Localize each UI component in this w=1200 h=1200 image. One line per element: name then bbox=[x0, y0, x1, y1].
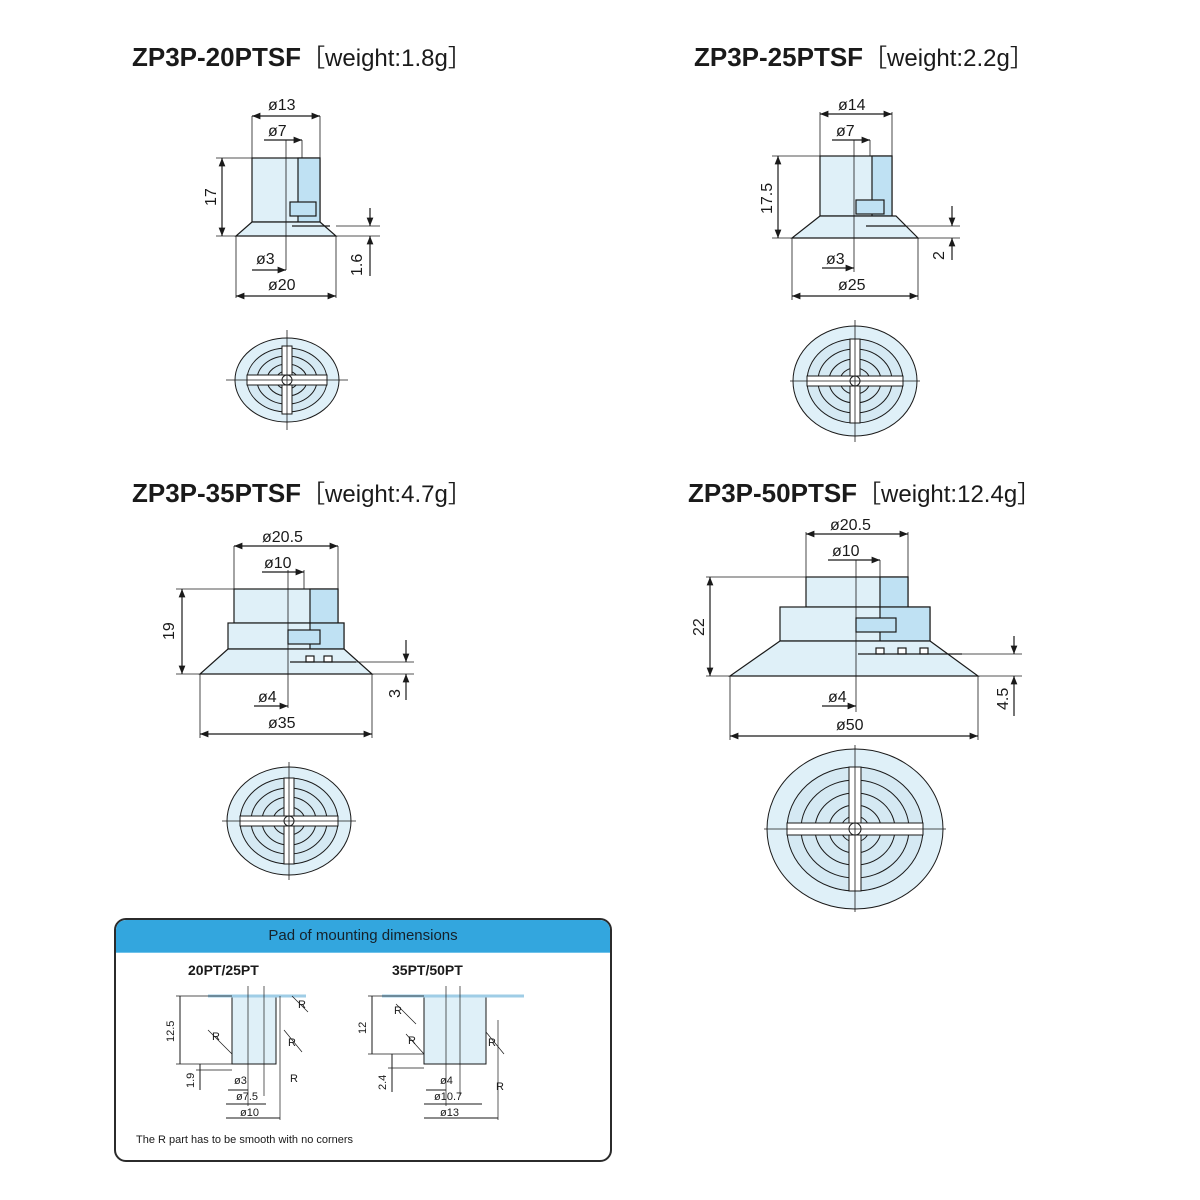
mount-left-height: 12.5 bbox=[165, 1021, 177, 1042]
dim-d-hole: ø3 bbox=[826, 251, 845, 268]
pad-20-bottom-view bbox=[226, 330, 348, 430]
dim-d-hole: ø4 bbox=[828, 689, 847, 706]
dim-d-hole: ø3 bbox=[256, 251, 275, 268]
mount-left-d1: ø3 bbox=[234, 1075, 247, 1087]
mount-left-r2: R bbox=[212, 1031, 220, 1043]
mount-right-lip: 2.4 bbox=[377, 1075, 389, 1090]
left-group-label: 20PT/25PT bbox=[188, 962, 259, 978]
mount-right-d3: ø13 bbox=[440, 1107, 459, 1119]
pad-25-side-view bbox=[772, 110, 960, 300]
weight-label: ［weight:1.8g］ bbox=[301, 45, 472, 72]
mount-left-r1: R bbox=[298, 999, 306, 1011]
pad-title-35: ZP3P-35PTSF［weight:4.7g］ bbox=[132, 474, 472, 509]
mount-right-r4: R bbox=[496, 1081, 504, 1093]
model-name: ZP3P-25PTSF bbox=[694, 42, 864, 72]
mount-right-d2: ø10.7 bbox=[434, 1091, 462, 1103]
dim-height: 17 bbox=[203, 188, 220, 206]
dim-lip: 3 bbox=[387, 689, 404, 698]
dim-d-pad: ø20 bbox=[268, 277, 296, 294]
dim-d-top: ø14 bbox=[838, 97, 866, 114]
dim-height: 17.5 bbox=[759, 183, 776, 214]
weight-label: ［weight:4.7g］ bbox=[301, 481, 472, 508]
pad-50-bottom-view bbox=[764, 745, 946, 912]
mount-left-r3: R bbox=[288, 1037, 296, 1049]
weight-label: ［weight:12.4g］ bbox=[857, 481, 1042, 508]
mount-left-r4: R bbox=[290, 1073, 298, 1085]
dim-lip: 4.5 bbox=[995, 688, 1012, 710]
dim-d-top: ø20.5 bbox=[262, 529, 303, 546]
pad-20-side-view bbox=[216, 112, 380, 300]
dim-d-inner: ø7 bbox=[836, 123, 855, 140]
pad-title-20: ZP3P-20PTSF［weight:1.8g］ bbox=[132, 38, 472, 73]
dim-d-pad: ø50 bbox=[836, 717, 864, 734]
pad-50-side-view bbox=[706, 530, 1022, 740]
dim-d-top: ø13 bbox=[268, 97, 296, 114]
model-name: ZP3P-50PTSF bbox=[688, 478, 858, 508]
mount-left-d2: ø7.5 bbox=[236, 1091, 258, 1103]
pad-title-50: ZP3P-50PTSF［weight:12.4g］ bbox=[688, 474, 1041, 509]
dim-d-pad: ø35 bbox=[268, 715, 296, 732]
model-name: ZP3P-20PTSF bbox=[132, 42, 302, 72]
dim-d-inner: ø7 bbox=[268, 123, 287, 140]
dim-d-pad: ø25 bbox=[838, 277, 866, 294]
dim-height: 19 bbox=[161, 622, 178, 640]
dim-d-inner: ø10 bbox=[832, 543, 860, 560]
mounting-drawings: 12.5 1.9 ø3 ø7.5 ø10 R R R R 12 bbox=[165, 986, 524, 1120]
pad-35-side-view bbox=[176, 542, 414, 738]
dim-d-hole: ø4 bbox=[258, 689, 277, 706]
mounting-dimensions-panel: Pad of mounting dimensions 20PT/25PT 35P… bbox=[114, 918, 612, 1162]
mounting-left-drawing bbox=[176, 986, 309, 1120]
mount-right-r1: R bbox=[394, 1005, 402, 1017]
right-group-label: 35PT/50PT bbox=[392, 962, 463, 978]
dim-height: 22 bbox=[691, 618, 708, 636]
mounting-right-drawing bbox=[368, 986, 524, 1120]
panel-header: Pad of mounting dimensions bbox=[116, 920, 610, 953]
dim-d-inner: ø10 bbox=[264, 555, 292, 572]
pad-25-bottom-view bbox=[790, 320, 920, 442]
mount-left-lip: 1.9 bbox=[185, 1073, 197, 1088]
mount-right-r2: R bbox=[408, 1035, 416, 1047]
pad-title-25: ZP3P-25PTSF［weight:2.2g］ bbox=[694, 38, 1034, 73]
mount-right-r3: R bbox=[488, 1037, 496, 1049]
weight-label: ［weight:2.2g］ bbox=[863, 45, 1034, 72]
mount-left-d3: ø10 bbox=[240, 1107, 259, 1119]
mount-right-d1: ø4 bbox=[440, 1075, 453, 1087]
dim-lip: 2 bbox=[931, 251, 948, 260]
mount-right-height: 12 bbox=[357, 1022, 369, 1034]
mounting-note: The R part has to be smooth with no corn… bbox=[136, 1134, 354, 1146]
model-name: ZP3P-35PTSF bbox=[132, 478, 302, 508]
dim-d-top: ø20.5 bbox=[830, 517, 871, 534]
pad-35-bottom-view bbox=[222, 762, 356, 880]
dim-lip: 1.6 bbox=[349, 254, 366, 276]
